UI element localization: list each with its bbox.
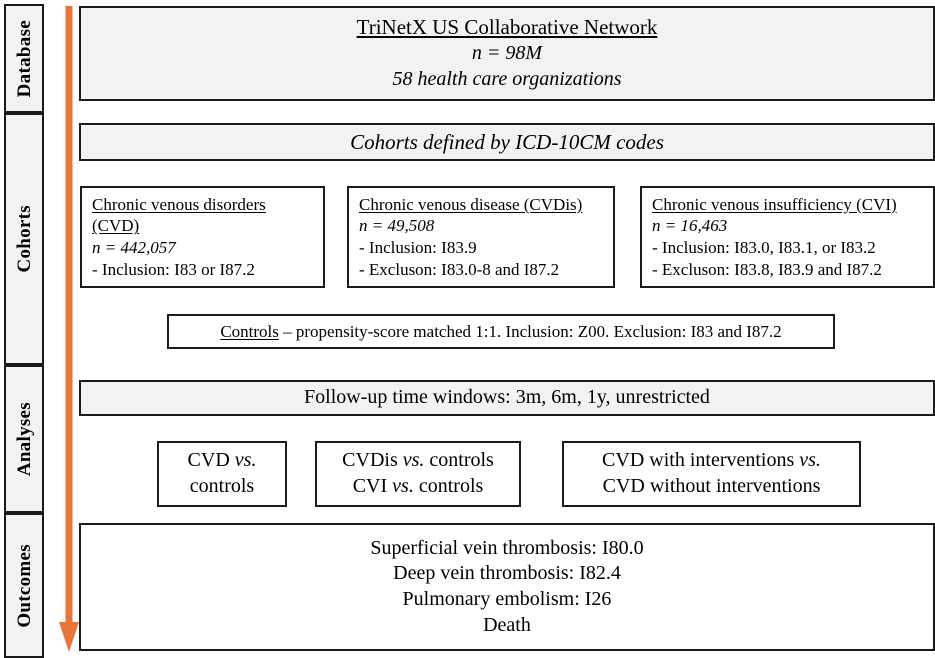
analysis-line: CVI vs. controls — [317, 474, 519, 500]
cohort-cvi-criterion-exclusion: - Excluson: I83.8, I83.9 and I87.2 — [652, 259, 882, 279]
analysis-text-post: controls — [424, 449, 494, 472]
outcome-item: Death — [483, 613, 531, 636]
cohort-cvd-n: n = 442,057 — [92, 238, 176, 257]
analysis-text-post: controls — [413, 475, 484, 497]
analysis-text-emphasis: vs. — [402, 449, 425, 472]
cohort-cvi-name-line1: Chronic venous insufficiency (CVI) — [652, 194, 897, 214]
stage-label-database: Database — [13, 19, 35, 98]
stage-label-outcomes: Outcomes — [13, 543, 35, 628]
analysis-text-pre: CVI — [352, 475, 393, 497]
database-box: TriNetX US Collaborative Network n = 98M… — [79, 6, 935, 101]
analysis-line: CVD vs. — [159, 448, 285, 474]
stage-cell-cohorts: Cohorts — [4, 113, 44, 365]
controls-text: Controls – propensity-score matched 1:1.… — [169, 321, 833, 343]
cohort-cvd-criterion-inclusion: - Inclusion: I83 or I87.2 — [92, 259, 255, 279]
cohort-cvi-n: n = 16,463 — [652, 216, 728, 236]
analysis-line: CVD without interventions — [564, 474, 859, 500]
stage-cell-outcomes: Outcomes — [4, 513, 44, 658]
outcomes-box: Superficial vein thrombosis: I80.0 Deep … — [79, 523, 935, 651]
outcome-item: Deep vein thrombosis: I82.4 — [393, 562, 621, 585]
controls-box: Controls – propensity-score matched 1:1.… — [167, 314, 835, 349]
database-organizations: 58 health care organizations — [392, 67, 622, 90]
analysis-text-pre: controls — [189, 475, 255, 497]
cohort-definition-header-box: Cohorts defined by ICD-10CM codes — [79, 123, 935, 161]
controls-description: – propensity-score matched 1:1. Inclusio… — [278, 321, 782, 341]
analysis-text-pre: CVD with interventions — [602, 449, 800, 472]
analysis-text-pre: CVD — [187, 449, 235, 472]
stage-label-cohorts: Cohorts — [13, 205, 35, 273]
analysis-box-cvdis-cvi-vs-controls: CVDis vs. controls CVI vs. controls — [315, 441, 521, 507]
cohort-box-cvi: Chronic venous insufficiency (CVI) n = 1… — [640, 186, 935, 288]
analysis-line: CVDis vs. controls — [317, 448, 519, 474]
cohort-cvdis-criterion-inclusion: - Inclusion: I83.9 — [359, 238, 477, 257]
database-n: n = 98M — [471, 42, 543, 65]
cohort-cvdis-name-line1: Chronic venous disease (CVDis) — [359, 194, 583, 214]
cohort-box-cvdis: Chronic venous disease (CVDis) n = 49,50… — [347, 186, 615, 288]
analysis-text-emphasis: vs. — [799, 449, 821, 472]
followup-window-text: Follow-up time windows: 3m, 6m, 1y, unre… — [304, 386, 710, 409]
cohort-cvdis-n: n = 49,508 — [359, 216, 435, 236]
analysis-box-cvd-interventions: CVD with interventions vs. CVD without i… — [562, 441, 861, 507]
stage-label-analyses: Analyses — [13, 401, 35, 477]
analysis-box-cvd-vs-controls: CVD vs. controls — [157, 441, 287, 507]
cohort-cvdis-criterion-exclusion: - Excluson: I83.0-8 and I87.2 — [359, 259, 560, 279]
outcome-item: Superficial vein thrombosis: I80.0 — [370, 536, 644, 559]
cohort-box-cvd: Chronic venous disorders (CVD) n = 442,0… — [80, 186, 325, 288]
flow-direction-arrow-icon — [59, 6, 79, 652]
analysis-line: controls — [159, 474, 285, 500]
stage-cell-analyses: Analyses — [4, 365, 44, 513]
controls-label: Controls — [220, 321, 279, 341]
analysis-text-emphasis: vs. — [392, 475, 414, 497]
cohort-definition-header-text: Cohorts defined by ICD-10CM codes — [350, 129, 664, 154]
cohort-cvd-name-line2: (CVD) — [92, 216, 140, 236]
database-title: TriNetX US Collaborative Network — [356, 15, 658, 40]
stage-cell-database: Database — [4, 4, 44, 113]
analysis-text-pre: CVD without interventions — [602, 475, 821, 497]
cohort-cvd-name-line1: Chronic venous disorders — [92, 194, 266, 214]
analysis-text-emphasis: vs. — [234, 449, 257, 472]
stage-rail: Database Cohorts Analyses Outcomes — [4, 4, 44, 658]
cohort-cvi-criterion-inclusion: - Inclusion: I83.0, I83.1, or I83.2 — [652, 238, 876, 257]
analysis-text-pre: CVDis — [342, 449, 403, 472]
followup-window-box: Follow-up time windows: 3m, 6m, 1y, unre… — [79, 380, 935, 416]
outcome-item: Pulmonary embolism: I26 — [402, 588, 612, 610]
analysis-line: CVD with interventions vs. — [564, 448, 859, 474]
